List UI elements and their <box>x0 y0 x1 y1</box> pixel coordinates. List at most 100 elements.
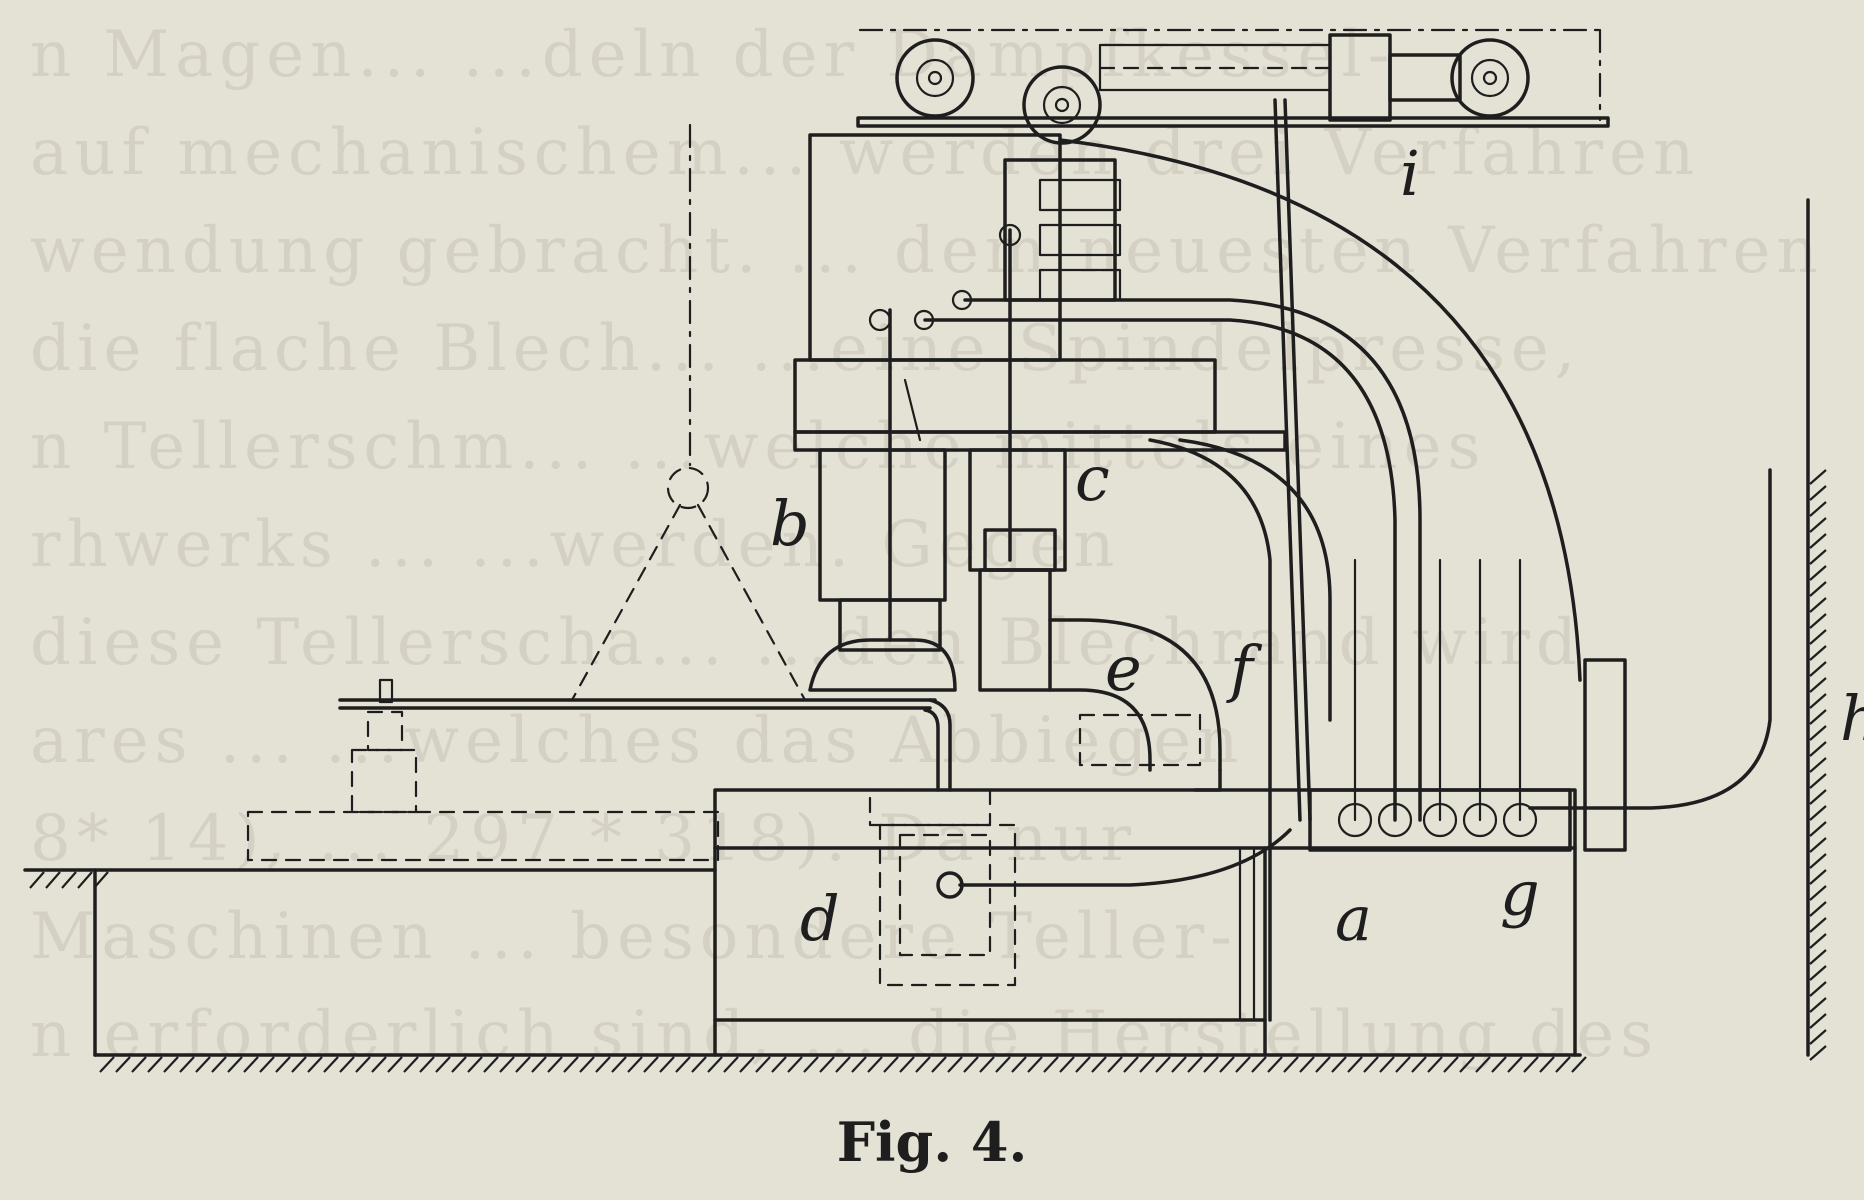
hatch-line <box>467 1056 483 1073</box>
hatch-line <box>1809 1013 1827 1029</box>
background-line: auf mechanischem... werden drei Verfahre… <box>30 116 1701 190</box>
hatch-line <box>1809 917 1827 933</box>
hatch-line <box>739 1056 755 1073</box>
hatch-line <box>515 1056 531 1073</box>
right-wall <box>1806 198 1827 1061</box>
hatch-line <box>339 1056 355 1073</box>
pipes <box>913 98 1422 822</box>
hatch-line <box>1809 485 1827 501</box>
hatch-line <box>1283 1056 1299 1073</box>
hatch-line <box>1809 757 1827 773</box>
background-line: diese Tellerscha... ...den Blechrand wir… <box>30 606 1583 680</box>
label-i: i <box>1400 137 1420 210</box>
hatch-line <box>1011 1056 1027 1073</box>
right-base <box>1238 846 1577 1057</box>
background-line: rhwerks ... ...werden. Gegen <box>30 508 1121 582</box>
hatch-line <box>499 1056 515 1073</box>
hatch-line <box>1809 933 1827 949</box>
hatch-line <box>1267 1056 1283 1073</box>
hatch-line <box>531 1056 547 1073</box>
hatch-line <box>1809 981 1827 997</box>
label-a: a <box>1335 882 1372 955</box>
hatch-line <box>371 1056 387 1073</box>
hatch-line <box>1347 1056 1363 1073</box>
hatch-line <box>1809 1029 1827 1045</box>
hatch-line <box>1809 1045 1827 1061</box>
hatch-line <box>1809 677 1827 693</box>
hatch-line <box>963 1056 979 1073</box>
hatch-line <box>45 871 61 889</box>
hatch-line <box>819 1056 835 1073</box>
hatch-line <box>275 1056 291 1073</box>
label-d: d <box>800 882 840 955</box>
cylinder-b <box>808 308 957 692</box>
hatch-line <box>803 1056 819 1073</box>
ground-hatching <box>29 871 1587 1073</box>
hatch-line <box>1809 549 1827 565</box>
figure-caption: Fig. 4. <box>836 1110 1028 1174</box>
hatch-line <box>355 1056 371 1073</box>
hatch-line <box>1809 997 1827 1013</box>
hatch-line <box>899 1056 915 1073</box>
press-table <box>713 788 1577 1057</box>
dashed-support <box>246 678 720 862</box>
hatch-line <box>627 1056 643 1073</box>
hatch-line <box>1299 1056 1315 1073</box>
hatch-line <box>1331 1056 1347 1073</box>
hatch-line <box>419 1056 435 1073</box>
cylinder-c <box>968 223 1222 792</box>
hatch-line <box>1459 1056 1475 1073</box>
hatch-line <box>947 1056 963 1073</box>
hatch-line <box>867 1056 883 1073</box>
hatch-line <box>1491 1056 1507 1073</box>
hatch-line <box>579 1056 595 1073</box>
hatch-line <box>563 1056 579 1073</box>
background-line: Maschinen ... besondere Teller- <box>30 900 1238 974</box>
background-line: die flache Blech... ...eine Spindelpress… <box>30 312 1582 386</box>
hatch-line <box>1809 773 1827 789</box>
hatch-line <box>451 1056 467 1073</box>
part-labels: i b c e f d a g h <box>770 137 1864 955</box>
left-base <box>23 868 717 1057</box>
hatch-line <box>611 1056 627 1073</box>
hatch-line <box>1809 869 1827 885</box>
hatch-line <box>851 1056 867 1073</box>
hatch-line <box>1809 885 1827 901</box>
press-frame <box>793 133 1582 1022</box>
background-line: wendung gebracht. ... dem neuesten Verfa… <box>30 214 1824 288</box>
hatch-line <box>1203 1056 1219 1073</box>
hatch-line <box>147 1056 163 1073</box>
hatch-line <box>61 871 77 889</box>
hatch-line <box>995 1056 1011 1073</box>
hatch-line <box>547 1056 563 1073</box>
hatch-line <box>387 1056 403 1073</box>
hatch-line <box>163 1056 179 1073</box>
hatch-line <box>643 1056 659 1073</box>
background-line: 8* 14), ... 297 * 318). Da nur <box>30 802 1138 876</box>
hatch-line <box>1809 645 1827 661</box>
hatch-line <box>1315 1056 1331 1073</box>
hatch-line <box>1809 965 1827 981</box>
hatch-line <box>259 1056 275 1073</box>
valve-levers <box>1308 468 1772 852</box>
hatch-line <box>1123 1056 1139 1073</box>
hatch-line <box>1379 1056 1395 1073</box>
label-e: e <box>1105 632 1142 705</box>
hatch-line <box>483 1056 499 1073</box>
hatch-line <box>1411 1056 1427 1073</box>
hatch-line <box>435 1056 451 1073</box>
hatch-line <box>979 1056 995 1073</box>
hatch-line <box>1809 629 1827 645</box>
hatch-line <box>1809 613 1827 629</box>
label-c: c <box>1075 442 1110 515</box>
hatch-line <box>1155 1056 1171 1073</box>
hatch-line <box>1809 565 1827 581</box>
hatch-line <box>1809 661 1827 677</box>
hatch-line <box>1809 693 1827 709</box>
hatch-line <box>883 1056 899 1073</box>
hatch-line <box>931 1056 947 1073</box>
hatch-line <box>1809 725 1827 741</box>
hatch-line <box>1139 1056 1155 1073</box>
